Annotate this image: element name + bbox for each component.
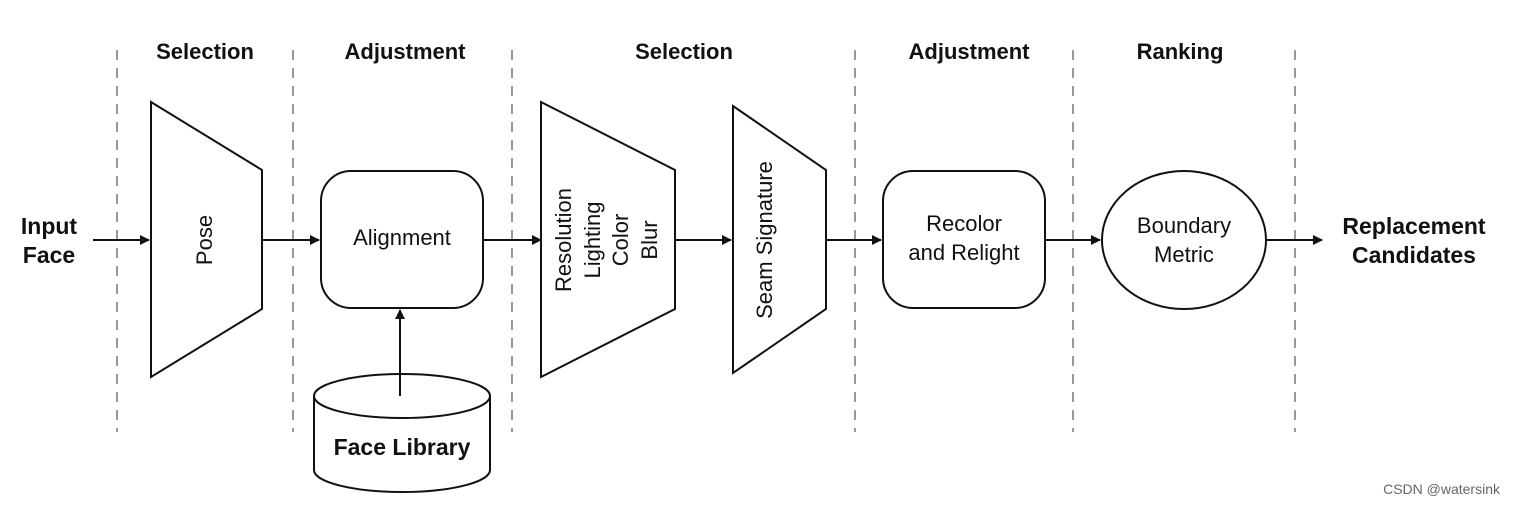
stage-label-selection-2: Selection xyxy=(635,39,733,64)
pose-label: Pose xyxy=(192,215,217,265)
recolor-label-line2: and Relight xyxy=(908,240,1019,265)
boundary-label-line1: Boundary xyxy=(1137,213,1231,238)
replacement-candidates-line1: Replacement xyxy=(1342,213,1486,239)
input-face-line1: Input xyxy=(21,213,78,239)
filter-label-resolution: Resolution xyxy=(551,188,576,292)
face-library-node xyxy=(313,396,491,493)
filter-label-color: Color xyxy=(608,214,633,267)
pose-filter-node xyxy=(150,100,263,379)
seam-signature-label: Seam Signature xyxy=(752,161,777,319)
stage-label-adjustment-1: Adjustment xyxy=(345,39,467,64)
filter-label-blur: Blur xyxy=(637,220,662,259)
seam-signature-node xyxy=(732,104,827,375)
alignment-label: Alignment xyxy=(353,225,451,250)
input-face-line2: Face xyxy=(23,242,75,268)
boundary-metric-node xyxy=(1101,170,1267,310)
filter-label-lighting: Lighting xyxy=(580,201,605,278)
stage-label-adjustment-2: Adjustment xyxy=(909,39,1031,64)
replacement-candidates-line2: Candidates xyxy=(1352,242,1476,268)
face-library-label: Face Library xyxy=(334,434,471,460)
stage-label-selection-1: Selection xyxy=(156,39,254,64)
face-library-top xyxy=(313,373,491,419)
recolor-label-line1: Recolor xyxy=(926,211,1002,236)
watermark-text: CSDN @watersink xyxy=(1383,481,1501,497)
quality-filter-node xyxy=(540,100,676,379)
boundary-label-line2: Metric xyxy=(1154,242,1214,267)
stage-label-ranking: Ranking xyxy=(1137,39,1224,64)
